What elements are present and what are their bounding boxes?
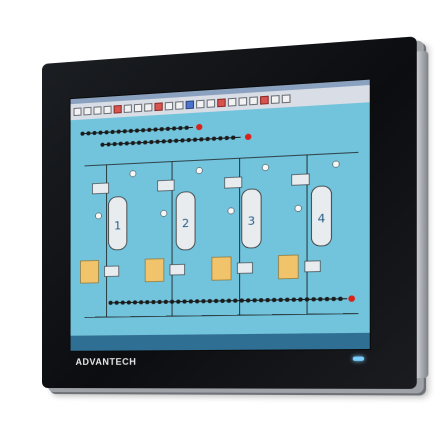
print-icon[interactable] — [104, 106, 112, 115]
monitor-side-edge — [417, 51, 429, 378]
cut-icon[interactable] — [114, 105, 122, 114]
pointer-icon[interactable] — [186, 100, 194, 109]
reactor-label: 1 — [114, 219, 121, 233]
power-led — [353, 357, 364, 361]
zoom-out-icon[interactable] — [175, 101, 183, 110]
control-panel[interactable] — [212, 257, 231, 280]
reactor-label: 4 — [318, 212, 326, 226]
top-valve-chain — [80, 121, 251, 149]
alarm-indicator-second — [245, 134, 251, 141]
undo-icon[interactable] — [144, 103, 152, 112]
screen[interactable]: 1 2 3 — [70, 78, 371, 351]
open-icon[interactable] — [83, 107, 91, 116]
bottom-valve-chain — [109, 295, 355, 306]
reactor-unit-3[interactable]: 3 — [212, 157, 261, 315]
reactor-label: 2 — [182, 217, 189, 231]
reactor-unit-1[interactable]: 1 — [80, 164, 126, 318]
fill-icon[interactable] — [249, 96, 258, 105]
gauge-group — [95, 161, 339, 219]
process-diagram: 1 2 3 — [71, 102, 370, 335]
control-panel[interactable] — [279, 255, 299, 279]
brand-logo: ADVANTECH — [76, 357, 137, 367]
monitor-frame: 1 2 3 — [42, 36, 417, 389]
control-panel[interactable] — [145, 259, 164, 282]
pen-icon[interactable] — [239, 97, 248, 106]
zoom-in-icon[interactable] — [165, 102, 173, 111]
text-icon[interactable] — [228, 98, 237, 107]
save-icon[interactable] — [93, 106, 101, 115]
circle-icon[interactable] — [217, 98, 226, 107]
layers-icon[interactable] — [271, 95, 280, 104]
reactor-unit-4[interactable]: 4 — [279, 154, 332, 315]
copy-icon[interactable] — [124, 104, 132, 113]
alarm-indicator-bottom — [348, 295, 355, 302]
grid-icon[interactable] — [260, 96, 269, 105]
paste-icon[interactable] — [134, 104, 142, 113]
status-bar — [71, 333, 370, 351]
file-icon[interactable] — [74, 108, 82, 117]
line-icon[interactable] — [196, 100, 204, 109]
reactor-label: 3 — [248, 214, 256, 228]
reactor-unit-2[interactable]: 2 — [145, 160, 195, 316]
alarm-indicator-top — [196, 124, 202, 131]
help-icon[interactable] — [282, 94, 291, 103]
redo-icon[interactable] — [154, 102, 162, 111]
control-panel[interactable] — [80, 260, 98, 283]
rect-icon[interactable] — [207, 99, 215, 108]
